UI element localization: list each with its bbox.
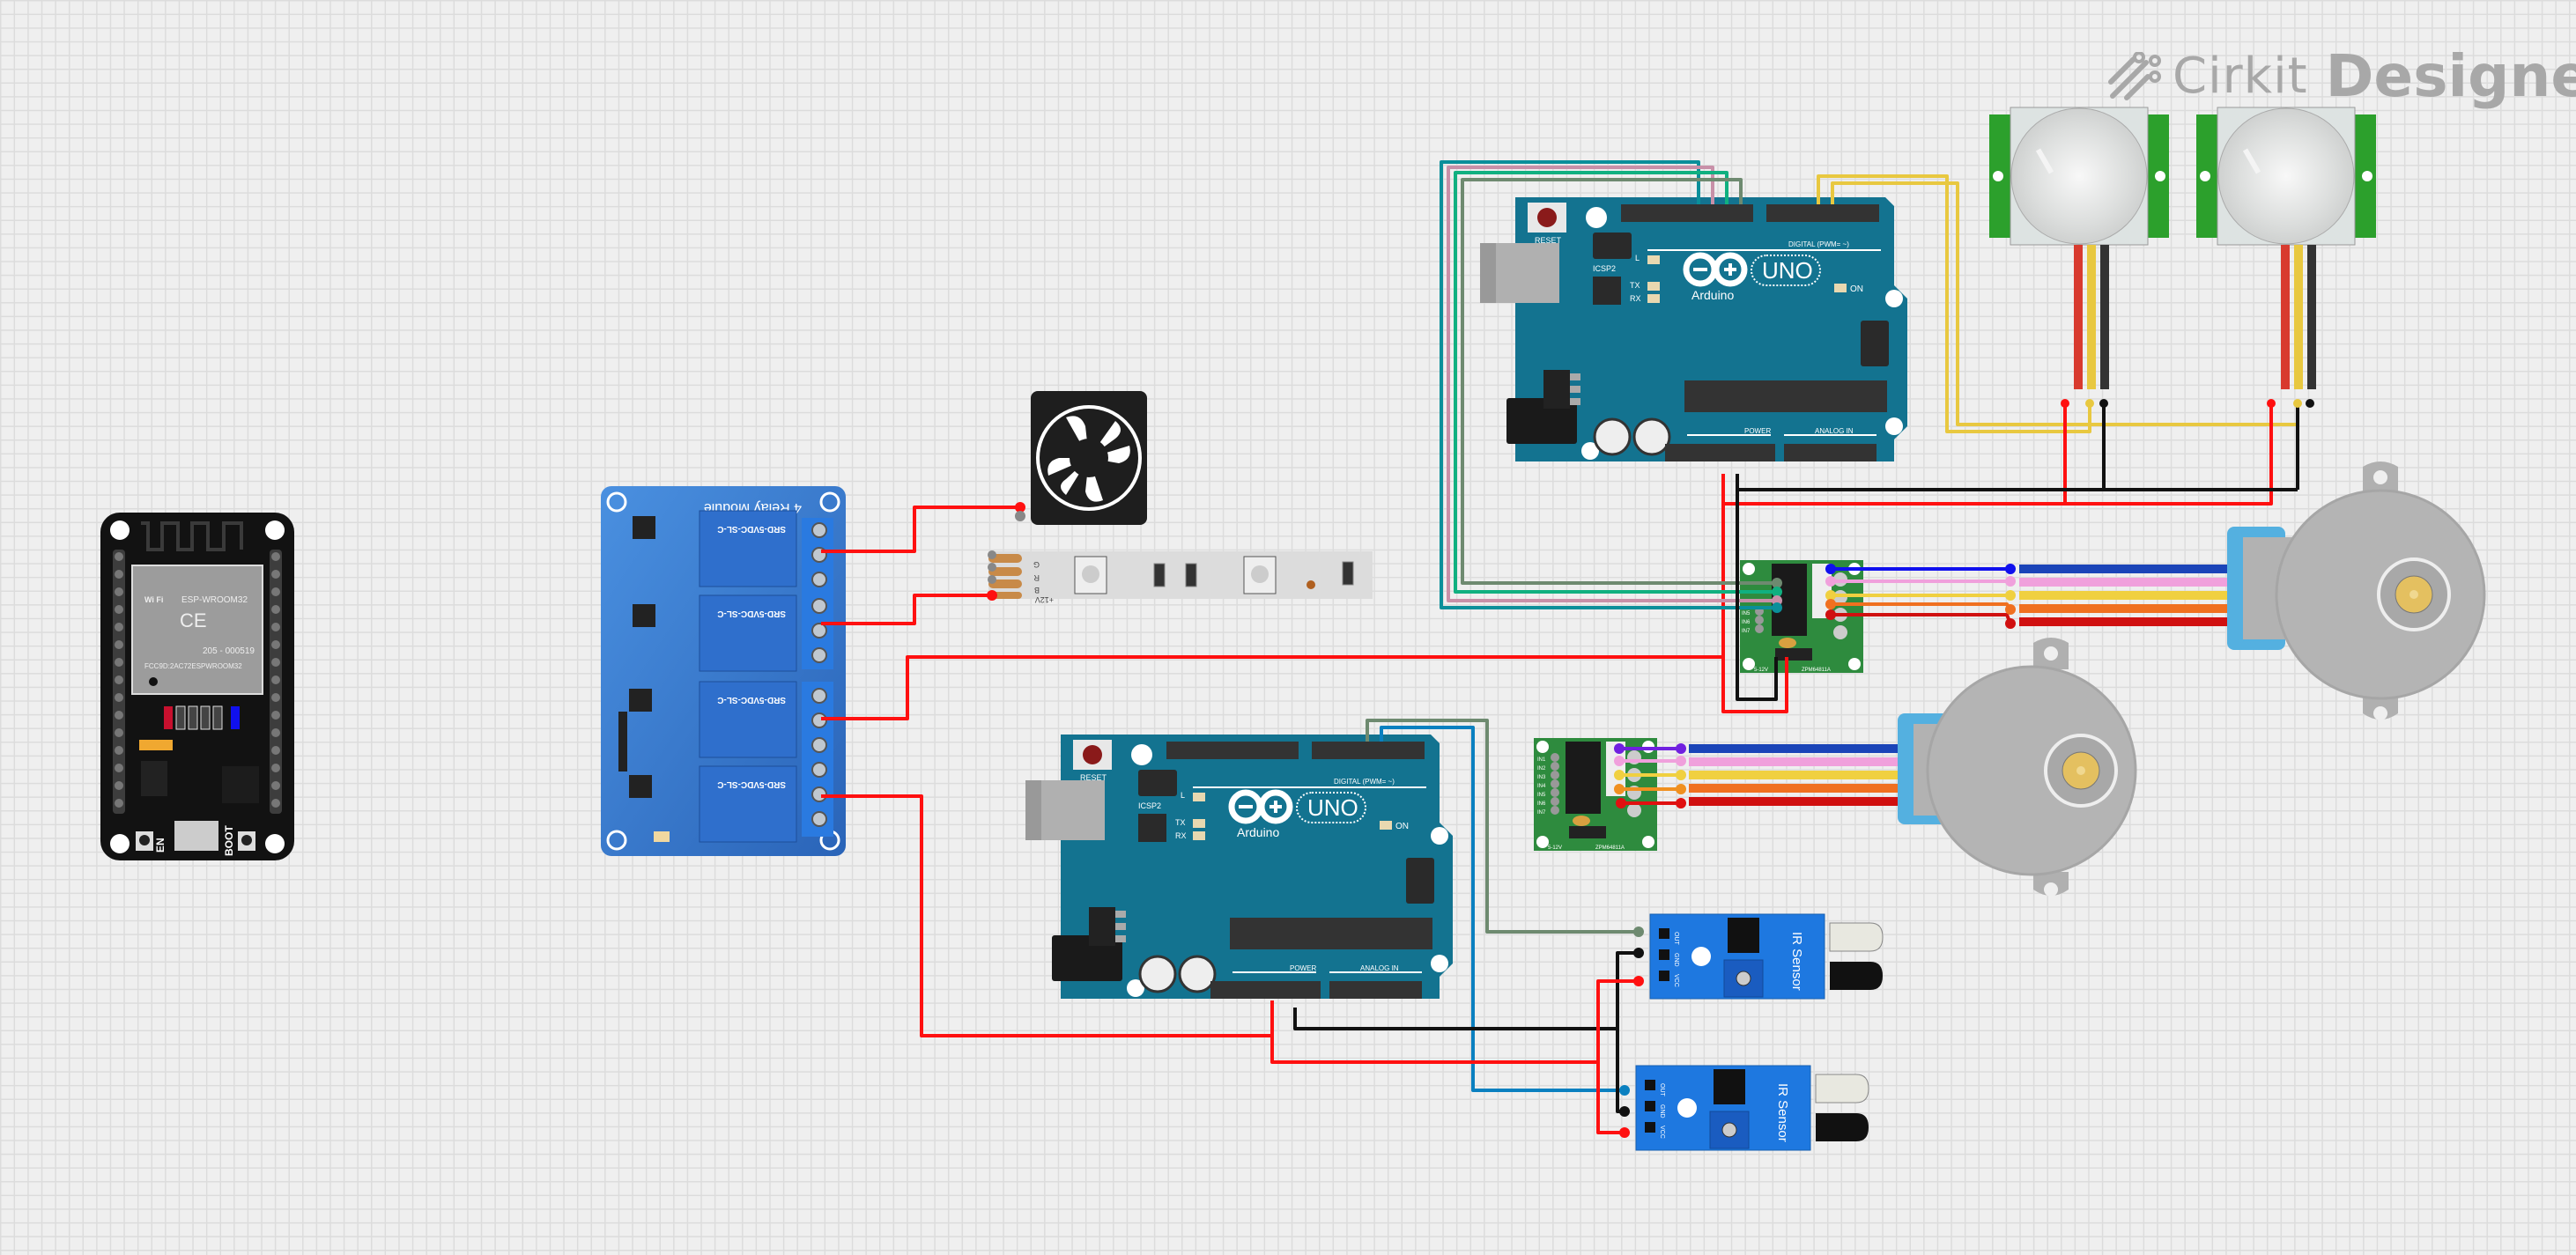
- stepper-motor-2[interactable]: [1898, 638, 2137, 897]
- svg-text:GND: GND: [1659, 1104, 1665, 1118]
- svg-text:VCC: VCC: [1673, 974, 1679, 987]
- svg-text:ZPM64811A: ZPM64811A: [1802, 668, 1831, 673]
- arduino-top-logo-text: Arduino: [1691, 288, 1734, 302]
- svg-text:POWER: POWER: [1290, 964, 1316, 972]
- cirkit-designer-logo: Cirkit Designer: [2107, 42, 2576, 110]
- svg-text:L: L: [1181, 791, 1185, 800]
- svg-text:SRD-5VDC-SL-C: SRD-5VDC-SL-C: [717, 779, 786, 789]
- svg-text:GND: GND: [1673, 953, 1679, 967]
- svg-text:ICSP2: ICSP2: [1138, 801, 1161, 810]
- svg-text:DIGITAL (PWM= ~): DIGITAL (PWM= ~): [1334, 778, 1395, 786]
- svg-text:POWER: POWER: [1744, 427, 1771, 435]
- svg-text:IN3: IN3: [1537, 775, 1546, 780]
- stepper1-wire-bundle: [2019, 565, 2227, 626]
- wire-d8-in1[interactable]: [1461, 178, 1777, 585]
- svg-text:IN4: IN4: [1537, 784, 1546, 789]
- stepper-motor-1[interactable]: [2227, 461, 2486, 720]
- pir-sensor-1[interactable]: [1989, 107, 2169, 389]
- esp32-module-label: ESP-WROOM32: [181, 595, 248, 605]
- svg-text:ICSP2: ICSP2: [1593, 264, 1616, 273]
- wire-endpoints: [987, 399, 2314, 1138]
- svg-text:OUT: OUT: [1673, 932, 1679, 946]
- svg-text:OUT: OUT: [1659, 1083, 1665, 1097]
- wire-d2-ir2-out[interactable]: [1380, 726, 1625, 1092]
- wire-gnd-driver1[interactable]: [1736, 474, 1778, 701]
- dc-fan[interactable]: [1031, 391, 1147, 525]
- svg-text:L: L: [1635, 254, 1640, 262]
- svg-text:IN5: IN5: [1537, 793, 1546, 798]
- svg-text:IN5: IN5: [1742, 611, 1751, 616]
- wire-d3-pir1[interactable]: [1817, 174, 2091, 433]
- relay-k4: SRD-5VDC-SL-C: [699, 765, 797, 843]
- stepper2-wire-bundle: [1689, 744, 1898, 806]
- svg-text:RESET: RESET: [1535, 236, 1562, 245]
- svg-text:5-12V: 5-12V: [1548, 845, 1562, 851]
- led-pin-b: B: [1034, 586, 1040, 594]
- svg-text:DIGITAL (PWM= ~): DIGITAL (PWM= ~): [1788, 240, 1849, 248]
- svg-text:IN7: IN7: [1742, 629, 1751, 634]
- svg-text:IN2: IN2: [1537, 766, 1546, 771]
- wire-5v-pirs[interactable]: [1721, 403, 2273, 506]
- ir-sensor-1[interactable]: IR Sensor OUT GND VCC: [1649, 913, 1884, 1000]
- svg-text:ON: ON: [1395, 822, 1409, 831]
- relay-k2: SRD-5VDC-SL-C: [699, 594, 797, 672]
- svg-text:RESET: RESET: [1080, 773, 1107, 782]
- esp32-fcc: FCC9D:2AC72ESPWROOM32: [144, 662, 242, 670]
- svg-text:IN7: IN7: [1537, 810, 1546, 816]
- wire-d3-ir1-out[interactable]: [1366, 719, 1639, 934]
- arduino-bottom-model: UNO: [1307, 794, 1358, 821]
- wire-relay-k1-fan[interactable]: [821, 506, 1020, 553]
- svg-text:CE: CE: [180, 609, 207, 631]
- ir-sensor-1-title: IR Sensor: [1789, 932, 1804, 991]
- esp32-board[interactable]: ESP-WROOM32 Wi Fi CE 205 - 000519 FCC9D:…: [100, 513, 294, 860]
- svg-text:SRD-5VDC-SL-C: SRD-5VDC-SL-C: [717, 695, 786, 705]
- wires: [821, 160, 2299, 1134]
- wire-drv2-e[interactable]: [1619, 801, 1681, 805]
- esp32-boot-label: BOOT: [223, 825, 235, 856]
- svg-text:VCC: VCC: [1659, 1126, 1665, 1139]
- svg-text:RX: RX: [1630, 294, 1641, 303]
- svg-text:5-12V: 5-12V: [1754, 668, 1768, 673]
- uln2003-driver-2[interactable]: IN1 IN2 IN3 IN4 IN5 IN6 IN7 5-12V ZPM648…: [1534, 738, 1657, 851]
- svg-text:ZPM64811A: ZPM64811A: [1595, 845, 1625, 851]
- brand-cirkit: Cirkit: [2173, 48, 2308, 105]
- arduino-bottom-logo-text: Arduino: [1237, 825, 1279, 839]
- wire-relay-k2-ledstrip[interactable]: [821, 594, 992, 625]
- relay-k1: SRD-5VDC-SL-C: [699, 510, 797, 587]
- arduino-top-model: UNO: [1762, 257, 1813, 284]
- pir-sensor-2[interactable]: [2196, 107, 2376, 389]
- esp32-en-label: EN: [154, 838, 167, 853]
- svg-text:TX: TX: [1630, 281, 1640, 290]
- ir-sensor-2[interactable]: IR Sensor OUT GND VCC: [1635, 1065, 1869, 1151]
- wire-5v-driver1[interactable]: [1721, 657, 1788, 713]
- svg-text:IN6: IN6: [1537, 801, 1546, 807]
- svg-text:RX: RX: [1175, 831, 1187, 840]
- svg-text:TX: TX: [1175, 818, 1186, 827]
- relay-module[interactable]: 4 Relay Module SRD-5VDC-SL-C SRD-5VDC-SL…: [601, 486, 846, 856]
- arduino-uno-bottom[interactable]: RESET ICSP2 Arduino UNO ON DIGITAL (PWM=…: [1025, 735, 1453, 999]
- wire-5v-irs[interactable]: [1270, 979, 1639, 1134]
- svg-text:ON: ON: [1850, 284, 1863, 294]
- brand-designer: Designer: [2325, 42, 2576, 110]
- svg-text:IN1: IN1: [1537, 757, 1546, 763]
- svg-text:SRD-5VDC-SL-C: SRD-5VDC-SL-C: [717, 524, 786, 534]
- led-pin-g: G: [1033, 560, 1040, 569]
- led-pin-12v: +12V: [1035, 595, 1054, 604]
- ir-sensor-2-title: IR Sensor: [1775, 1083, 1790, 1142]
- arduino-uno-top[interactable]: RESET ICSP2 Arduino UNO ON DIGITAL (PWM=…: [1480, 197, 1907, 461]
- svg-text:SRD-5VDC-SL-C: SRD-5VDC-SL-C: [717, 609, 786, 618]
- wire-d11-in4[interactable]: [1440, 160, 1777, 609]
- led-pin-r: R: [1033, 573, 1040, 582]
- svg-text:Wi Fi: Wi Fi: [144, 595, 163, 604]
- wire-relay-k3-arduino-top-5v[interactable]: [821, 474, 1725, 720]
- wire-d9-in2[interactable]: [1454, 171, 1777, 594]
- esp32-cert: 205 - 000519: [203, 646, 255, 656]
- svg-text:IN6: IN6: [1742, 620, 1751, 625]
- relay-k3: SRD-5VDC-SL-C: [699, 681, 797, 758]
- cirkit-logo-icon: [2108, 51, 2161, 100]
- svg-text:ANALOG IN: ANALOG IN: [1815, 427, 1854, 435]
- led-strip[interactable]: G R B +12V: [988, 551, 1373, 604]
- svg-text:ANALOG IN: ANALOG IN: [1360, 964, 1399, 972]
